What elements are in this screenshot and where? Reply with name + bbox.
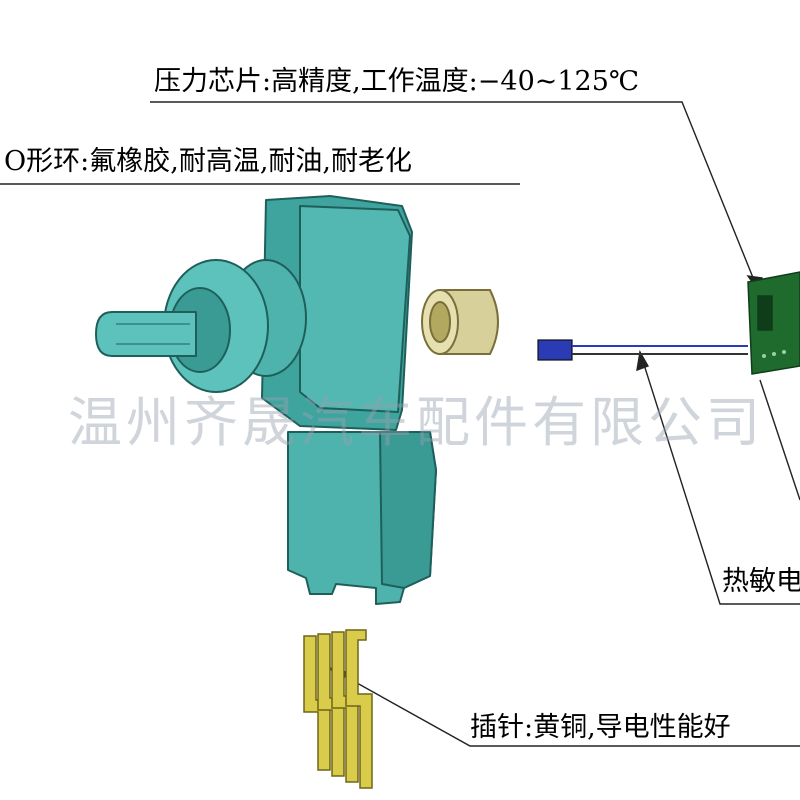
sensor-housing (95, 195, 437, 605)
housing-front-face (299, 205, 411, 413)
thermistor (537, 339, 748, 361)
pcb-board (747, 271, 800, 375)
o-ring (421, 289, 499, 355)
chip-leader (150, 101, 759, 291)
connector-side (379, 431, 437, 589)
callout-pin: 插针:黄铜,导电性能好 (470, 712, 731, 743)
brass-pins (303, 629, 373, 789)
callout-thermistor: 热敏电 (722, 566, 800, 597)
therm-arrowhead (636, 349, 650, 372)
pin-leader (329, 667, 800, 747)
therm-leader-2 (759, 379, 800, 501)
housing-port (95, 311, 197, 357)
watermark: 温州齐晟汽车配件有限公司 (68, 391, 764, 454)
o-ring-hole (429, 301, 451, 343)
leader-lines (0, 101, 800, 747)
thermistor-head (537, 339, 573, 361)
pressure-chip-pcb (747, 271, 800, 375)
therm-leader (639, 351, 800, 605)
callout-o-ring: O形环:氟橡胶,耐高温,耐油,耐老化 (4, 146, 412, 177)
callout-pressure-chip: 压力芯片:高精度,工作温度:−40~125℃ (154, 66, 640, 97)
